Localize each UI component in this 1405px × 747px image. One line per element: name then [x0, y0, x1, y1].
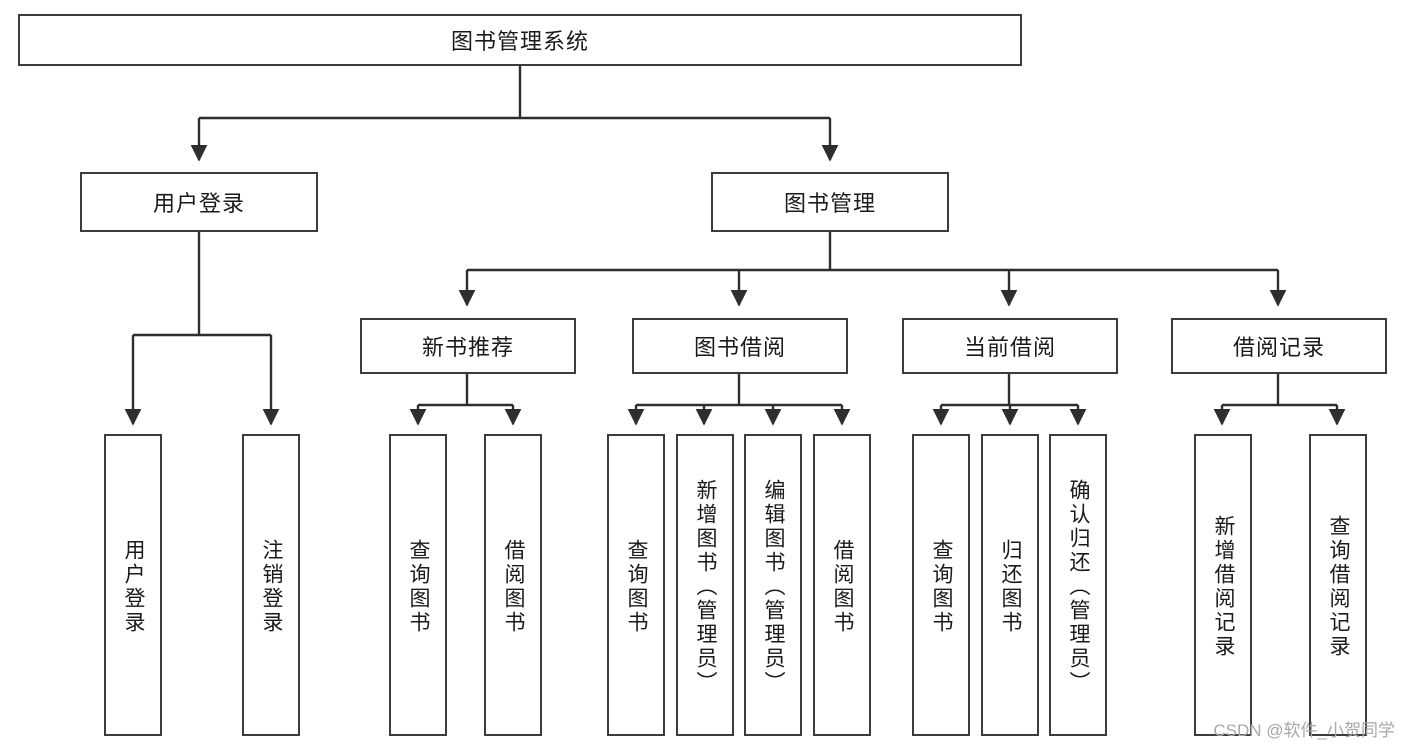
node-user-login[interactable]: 用户登录 — [80, 172, 318, 232]
leaf-label: 查询图书 — [930, 539, 954, 635]
node-book-management[interactable]: 图书管理 — [711, 172, 949, 232]
leaf-new-book-query[interactable]: 查询图书 — [389, 434, 447, 736]
leaf-borrow-record-add[interactable]: 新增借阅记录 — [1194, 434, 1252, 736]
node-book-management-label: 图书管理 — [783, 191, 876, 216]
node-root-system[interactable]: 图书管理系统 — [18, 14, 1022, 66]
node-borrow-record[interactable]: 借阅记录 — [1171, 318, 1387, 374]
leaf-book-borrow-edit[interactable]: 编辑图书（管理员） — [744, 434, 802, 736]
leaf-label: 新增图书（管理员） — [694, 479, 718, 695]
node-current-borrow-label: 当前借阅 — [963, 335, 1056, 360]
leaf-label: 注销登录 — [260, 539, 284, 635]
leaf-label: 归还图书 — [999, 539, 1023, 635]
leaf-book-borrow-add[interactable]: 新增图书（管理员） — [676, 434, 734, 736]
leaf-borrow-record-query[interactable]: 查询借阅记录 — [1309, 434, 1367, 736]
node-user-login-label: 用户登录 — [152, 191, 245, 216]
leaf-label: 查询图书 — [625, 539, 649, 635]
leaf-label: 查询借阅记录 — [1327, 515, 1351, 659]
leaf-book-borrow-borrow[interactable]: 借阅图书 — [813, 434, 871, 736]
leaf-label: 查询图书 — [407, 539, 431, 635]
node-current-borrow[interactable]: 当前借阅 — [902, 318, 1118, 374]
node-new-book-recommend-label: 新书推荐 — [421, 335, 514, 360]
leaf-current-borrow-confirm-return[interactable]: 确认归还（管理员） — [1049, 434, 1107, 736]
leaf-label: 新增借阅记录 — [1212, 515, 1236, 659]
leaf-label: 编辑图书（管理员） — [762, 479, 786, 695]
leaf-user-login-login[interactable]: 用户登录 — [104, 434, 162, 736]
node-book-borrow-label: 图书借阅 — [693, 335, 786, 360]
node-book-borrow[interactable]: 图书借阅 — [632, 318, 848, 374]
leaf-book-borrow-query[interactable]: 查询图书 — [607, 434, 665, 736]
leaf-label: 借阅图书 — [831, 539, 855, 635]
leaf-label: 借阅图书 — [502, 539, 526, 635]
leaf-user-login-logout[interactable]: 注销登录 — [242, 434, 300, 736]
leaf-label: 用户登录 — [122, 539, 146, 635]
node-borrow-record-label: 借阅记录 — [1232, 335, 1325, 360]
leaf-current-borrow-query[interactable]: 查询图书 — [912, 434, 970, 736]
leaf-current-borrow-return[interactable]: 归还图书 — [981, 434, 1039, 736]
node-new-book-recommend[interactable]: 新书推荐 — [360, 318, 576, 374]
leaf-new-book-borrow[interactable]: 借阅图书 — [484, 434, 542, 736]
leaf-label: 确认归还（管理员） — [1067, 479, 1091, 695]
node-root-label: 图书管理系统 — [450, 29, 589, 54]
